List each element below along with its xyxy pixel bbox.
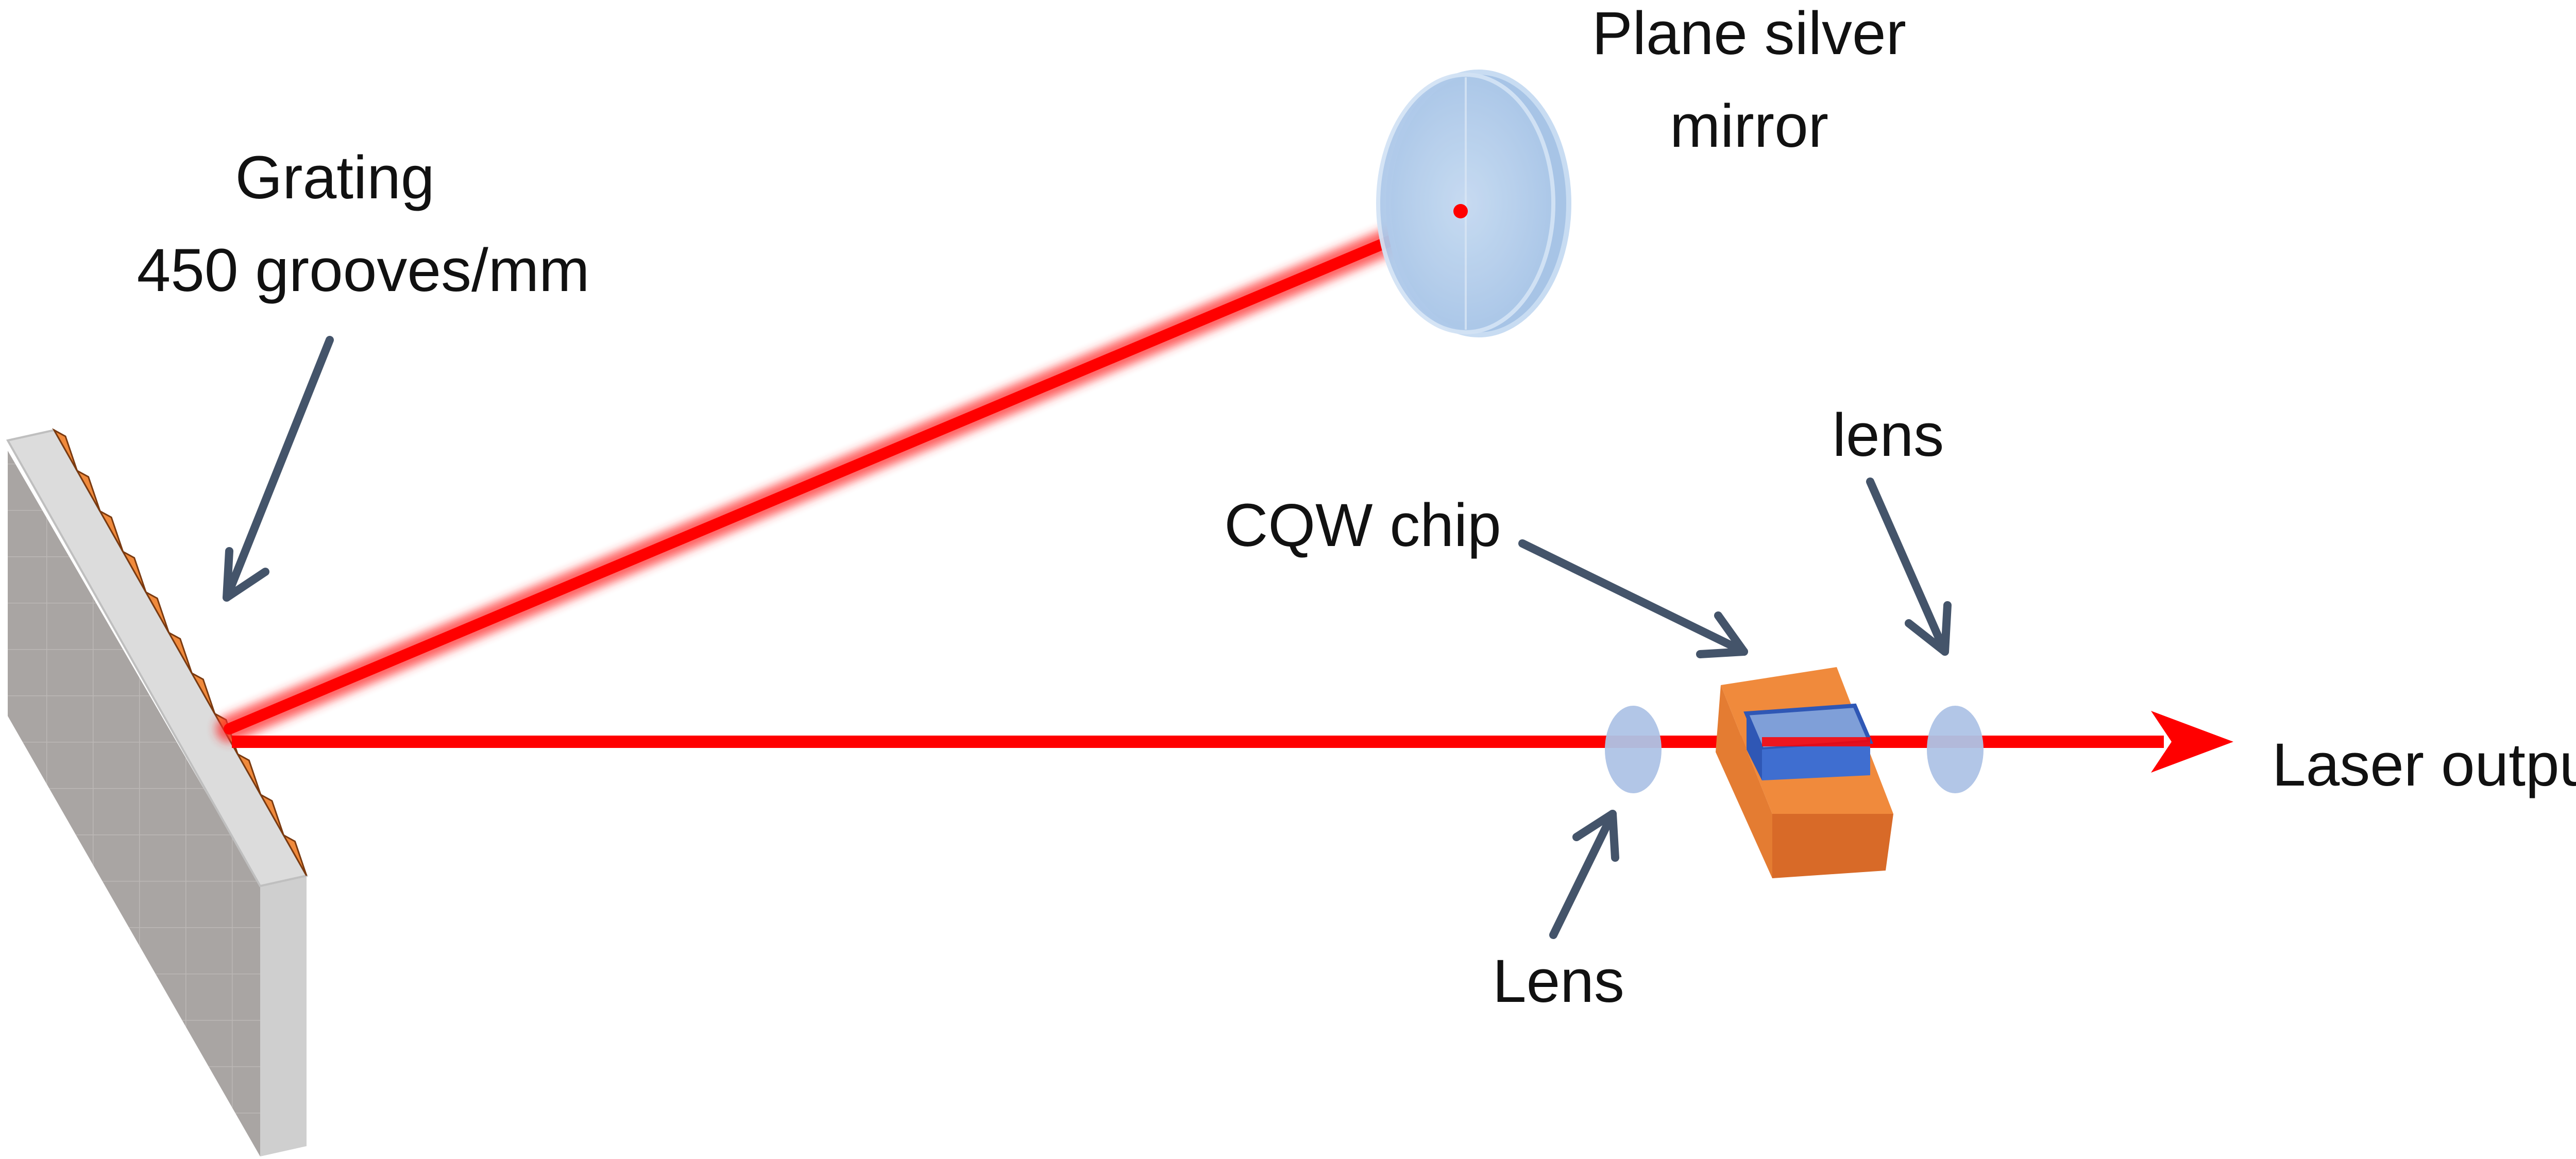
output-arrowhead xyxy=(2151,711,2233,773)
grating-groove xyxy=(98,509,124,552)
grating-arrow xyxy=(223,336,334,602)
grating-grooves xyxy=(52,428,308,876)
mirror-beam-spot xyxy=(1453,204,1468,218)
pointer-arrows xyxy=(223,336,1952,939)
grating-groove xyxy=(166,630,193,674)
lens-right-arrow xyxy=(1866,478,1952,656)
chip-arrow xyxy=(1518,539,1748,658)
mirror-label-line1: Plane silver xyxy=(1592,0,1906,67)
grating-face-grid xyxy=(8,451,260,1156)
grating-side xyxy=(260,876,307,1156)
mirror-label-line2: mirror xyxy=(1670,92,1828,160)
grating-groove xyxy=(121,550,147,593)
lens-left-label: Lens xyxy=(1493,947,1624,1015)
lens-right xyxy=(1927,706,1984,793)
grating-groove xyxy=(52,428,78,471)
grating-groove xyxy=(235,752,262,795)
laser-output-label: Laser output xyxy=(2272,731,2576,799)
lens-left xyxy=(1605,706,1662,793)
grating-label-line1: Grating xyxy=(235,144,435,212)
grating-groove xyxy=(281,833,308,876)
grating-groove xyxy=(144,590,170,633)
beam-to-mirror xyxy=(216,198,1474,742)
lens-right-label: lens xyxy=(1833,401,1944,469)
diffraction-grating xyxy=(6,428,309,1156)
chip-label: CQW chip xyxy=(1224,491,1501,559)
plane-silver-mirror xyxy=(1376,70,1571,337)
grating-groove xyxy=(259,792,284,836)
cqw-chip xyxy=(1716,667,1893,878)
grating-groove xyxy=(190,671,216,714)
grating-groove xyxy=(75,468,101,512)
grating-label-line2: 450 grooves/mm xyxy=(137,236,590,304)
lens-left-arrow xyxy=(1549,810,1619,939)
